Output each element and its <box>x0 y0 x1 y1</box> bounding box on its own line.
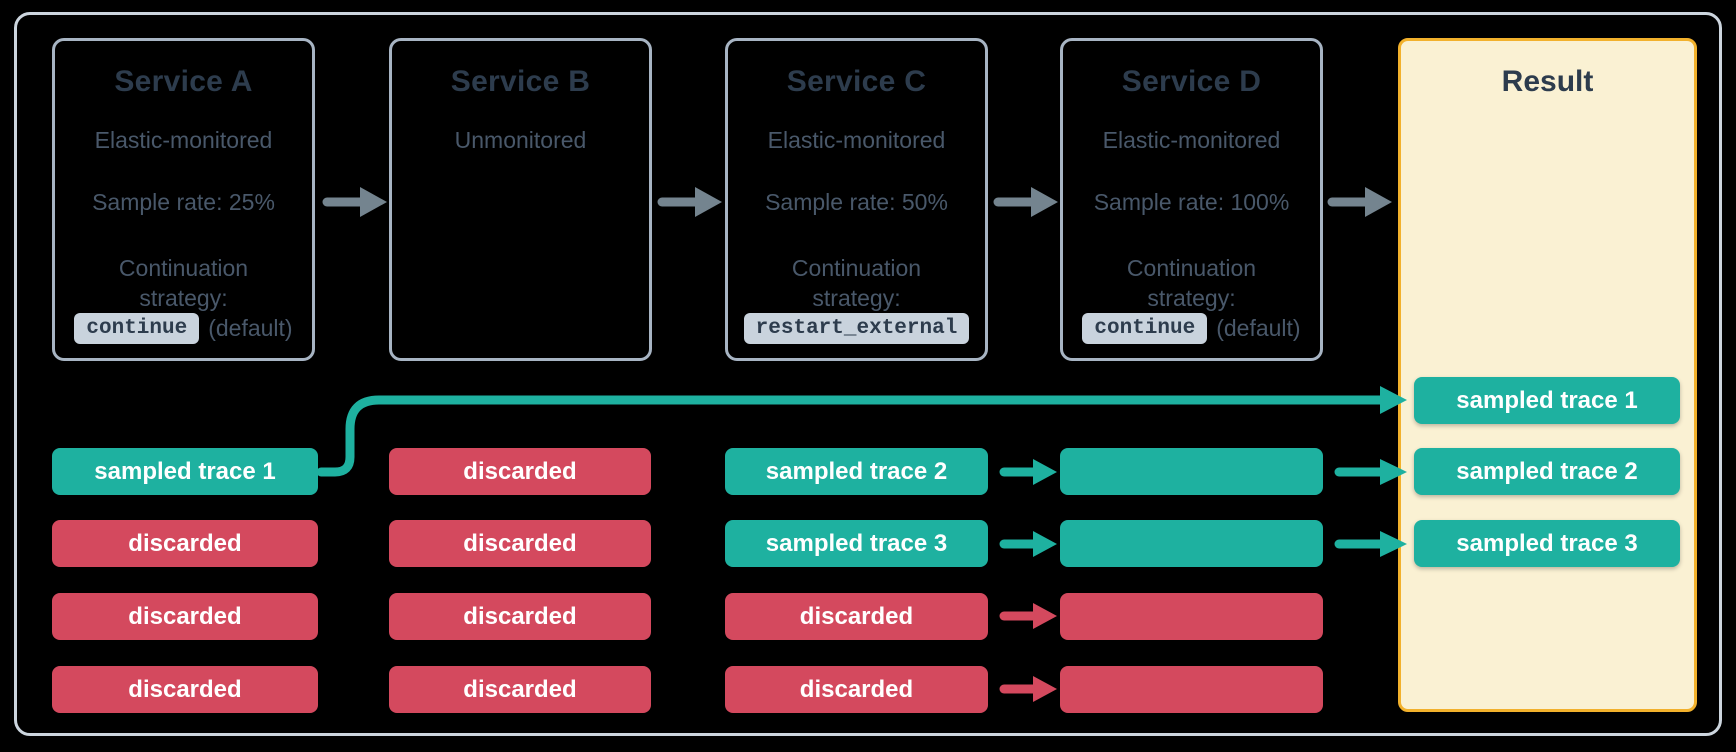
trace-chip: discarded <box>389 666 651 713</box>
strategy-row: continue (default) <box>55 313 312 344</box>
service-title: Service B <box>450 65 591 98</box>
trace-chip: discarded <box>389 448 651 495</box>
trace-chip: discarded <box>52 520 318 567</box>
continuation-line1: Continuation <box>1126 255 1257 281</box>
trace-chip: discarded <box>389 593 651 640</box>
trace-chip: sampled trace 3 <box>725 520 988 567</box>
continuation-line2: strategy: <box>139 285 228 311</box>
service-title: Service D <box>1121 65 1262 98</box>
service-title: Service C <box>786 65 927 98</box>
trace-chip: discarded <box>389 520 651 567</box>
continuation-line2: strategy: <box>812 285 901 311</box>
sample-rate-label: Sample rate: 100% <box>1093 189 1290 215</box>
trace-chip: sampled trace 1 <box>52 448 318 495</box>
service-b-box: Service B Unmonitored <box>389 38 652 361</box>
strategy-code-chip: restart_external <box>743 313 970 344</box>
trace-chip-unlabeled <box>1060 520 1323 567</box>
trace-chip: discarded <box>725 666 988 713</box>
trace-chip: sampled trace 3 <box>1414 520 1680 567</box>
service-a-box: Service A Elastic-monitored Sample rate:… <box>52 38 315 361</box>
continuation-strategy-label: Continuation strategy: <box>728 253 985 313</box>
strategy-row: restart_external <box>728 313 985 344</box>
continuation-line1: Continuation <box>791 255 922 281</box>
strategy-code-chip: continue <box>1082 313 1208 344</box>
monitoring-label: Unmonitored <box>454 127 587 153</box>
continuation-line1: Continuation <box>118 255 249 281</box>
monitoring-label: Elastic-monitored <box>94 127 273 153</box>
sample-rate-label: Sample rate: 25% <box>92 189 275 215</box>
continuation-strategy-label: Continuation strategy: <box>55 253 312 313</box>
strategy-code-chip: continue <box>74 313 200 344</box>
strategy-row: continue (default) <box>1063 313 1320 344</box>
trace-chip: sampled trace 1 <box>1414 377 1680 424</box>
service-c-box: Service C Elastic-monitored Sample rate:… <box>725 38 988 361</box>
trace-chip: discarded <box>52 666 318 713</box>
strategy-default-suffix: (default) <box>1216 315 1301 341</box>
trace-chip: sampled trace 2 <box>1414 448 1680 495</box>
service-d-box: Service D Elastic-monitored Sample rate:… <box>1060 38 1323 361</box>
trace-chip: discarded <box>52 593 318 640</box>
diagram-frame <box>14 12 1722 736</box>
trace-chip: discarded <box>725 593 988 640</box>
trace-chip-unlabeled <box>1060 448 1323 495</box>
monitoring-label: Elastic-monitored <box>1102 127 1281 153</box>
continuation-strategy-label: Continuation strategy: <box>1063 253 1320 313</box>
sample-rate-label: Sample rate: 50% <box>765 189 948 215</box>
trace-chip-unlabeled <box>1060 593 1323 640</box>
continuation-line2: strategy: <box>1147 285 1236 311</box>
strategy-default-suffix: (default) <box>208 315 293 341</box>
service-title: Service A <box>114 65 253 98</box>
trace-chip-unlabeled <box>1060 666 1323 713</box>
result-panel: Result <box>1398 38 1697 712</box>
trace-chip: sampled trace 2 <box>725 448 988 495</box>
monitoring-label: Elastic-monitored <box>767 127 946 153</box>
result-title: Result <box>1501 65 1594 98</box>
